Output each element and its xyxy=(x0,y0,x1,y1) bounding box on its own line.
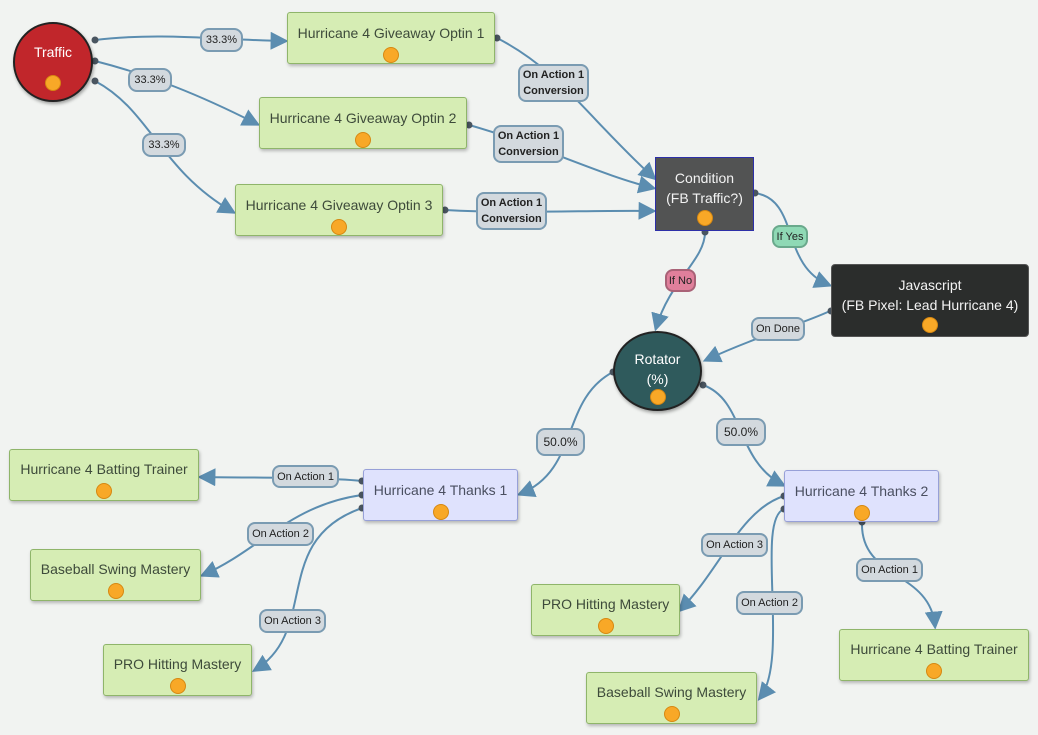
batting-trainer-label-1: Hurricane 4 Batting Trainer xyxy=(20,461,188,477)
orange-dot-icon xyxy=(926,663,942,679)
edge-label-line: On Action 1 xyxy=(522,69,585,81)
batting-trainer-node-1[interactable]: Hurricane 4 Batting Trainer xyxy=(9,449,199,501)
optin2-node[interactable]: Hurricane 4 Giveaway Optin 2 xyxy=(259,97,467,149)
swing-mastery-label-1: Baseball Swing Mastery xyxy=(40,561,191,577)
orange-dot-icon xyxy=(649,389,666,405)
condition-node[interactable]: Condition (FB Traffic?) xyxy=(655,157,754,231)
rotator-title: Rotator xyxy=(634,351,681,367)
edge-label-traffic-optin2[interactable]: 33.3% xyxy=(128,68,172,92)
optin1-node[interactable]: Hurricane 4 Giveaway Optin 1 xyxy=(287,12,495,64)
edge-traffic-optin2 xyxy=(94,60,261,126)
edge-label-thanks1-action3[interactable]: On Action 3 xyxy=(259,609,326,633)
edge-label-traffic-optin3[interactable]: 33.3% xyxy=(142,133,186,157)
orange-dot-icon xyxy=(853,505,870,521)
pro-hitting-node-1[interactable]: PRO Hitting Mastery xyxy=(103,644,252,696)
orange-dot-icon xyxy=(169,678,186,694)
edge-label-if-yes[interactable]: If Yes xyxy=(772,225,808,248)
orange-dot-icon xyxy=(331,219,347,235)
thanks1-label: Hurricane 4 Thanks 1 xyxy=(373,482,508,498)
edge-label-if-no[interactable]: If No xyxy=(665,269,696,292)
edge-label-line: Conversion xyxy=(481,213,542,225)
thanks2-label: Hurricane 4 Thanks 2 xyxy=(794,483,929,499)
edge-label-optin1-conversion[interactable]: On Action 1 Conversion xyxy=(518,64,589,102)
orange-dot-icon xyxy=(383,47,399,63)
optin1-label: Hurricane 4 Giveaway Optin 1 xyxy=(297,25,485,41)
batting-trainer-node-2[interactable]: Hurricane 4 Batting Trainer xyxy=(839,629,1029,681)
javascript-subtitle: (FB Pixel: Lead Hurricane 4) xyxy=(841,297,1019,313)
swing-mastery-node-2[interactable]: Baseball Swing Mastery xyxy=(586,672,757,724)
pro-hitting-node-2[interactable]: PRO Hitting Mastery xyxy=(531,584,680,636)
orange-dot-icon xyxy=(922,317,938,333)
optin3-node[interactable]: Hurricane 4 Giveaway Optin 3 xyxy=(235,184,443,236)
edge-label-rotator-thanks1[interactable]: 50.0% xyxy=(536,428,585,456)
swing-mastery-node-1[interactable]: Baseball Swing Mastery xyxy=(30,549,201,601)
traffic-node[interactable]: Traffic xyxy=(13,22,93,102)
rotator-subtitle: (%) xyxy=(646,371,669,387)
orange-dot-icon xyxy=(696,210,713,226)
edge-label-thanks2-action2[interactable]: On Action 2 xyxy=(736,591,803,615)
condition-title: Condition xyxy=(674,170,735,186)
edge-thanks1-pro1 xyxy=(251,507,363,672)
edge-label-line: Conversion xyxy=(498,146,559,158)
orange-dot-icon xyxy=(107,583,124,599)
edge-label-thanks1-action2[interactable]: On Action 2 xyxy=(247,522,314,546)
edge-label-optin3-conversion[interactable]: On Action 1 Conversion xyxy=(476,192,547,230)
optin2-label: Hurricane 4 Giveaway Optin 2 xyxy=(269,110,457,126)
edge-label-thanks2-action3[interactable]: On Action 3 xyxy=(701,533,768,557)
orange-dot-icon xyxy=(96,483,112,499)
orange-dot-icon xyxy=(432,504,449,520)
orange-dot-icon xyxy=(663,706,680,722)
orange-dot-icon xyxy=(355,132,371,148)
edge-label-optin2-conversion[interactable]: On Action 1 Conversion xyxy=(493,125,564,163)
pro-hitting-label-1: PRO Hitting Mastery xyxy=(113,656,242,672)
edge-label-on-done[interactable]: On Done xyxy=(751,317,805,341)
javascript-title: Javascript xyxy=(898,277,962,293)
thanks2-node[interactable]: Hurricane 4 Thanks 2 xyxy=(784,470,939,522)
traffic-label: Traffic xyxy=(33,44,73,60)
edge-label-traffic-optin1[interactable]: 33.3% xyxy=(200,28,243,52)
orange-dot-icon xyxy=(45,75,61,91)
pro-hitting-label-2: PRO Hitting Mastery xyxy=(541,596,670,612)
edge-label-rotator-thanks2[interactable]: 50.0% xyxy=(716,418,766,446)
edge-label-thanks1-action1[interactable]: On Action 1 xyxy=(272,465,339,488)
javascript-node[interactable]: Javascript (FB Pixel: Lead Hurricane 4) xyxy=(831,264,1029,337)
edge-optin3-condition xyxy=(444,201,657,220)
condition-subtitle: (FB Traffic?) xyxy=(666,190,743,206)
orange-dot-icon xyxy=(597,618,614,634)
edge-traffic-optin1 xyxy=(94,31,289,50)
swing-mastery-label-2: Baseball Swing Mastery xyxy=(596,684,747,700)
batting-trainer-label-2: Hurricane 4 Batting Trainer xyxy=(850,641,1018,657)
edge-label-line: Conversion xyxy=(523,85,584,97)
edge-label-thanks2-action1[interactable]: On Action 1 xyxy=(856,558,923,582)
rotator-node[interactable]: Rotator (%) xyxy=(613,331,702,411)
edge-label-line: On Action 1 xyxy=(480,197,543,209)
optin3-label: Hurricane 4 Giveaway Optin 3 xyxy=(245,197,433,213)
thanks1-node[interactable]: Hurricane 4 Thanks 1 xyxy=(363,469,518,521)
edge-label-line: On Action 1 xyxy=(497,130,560,142)
